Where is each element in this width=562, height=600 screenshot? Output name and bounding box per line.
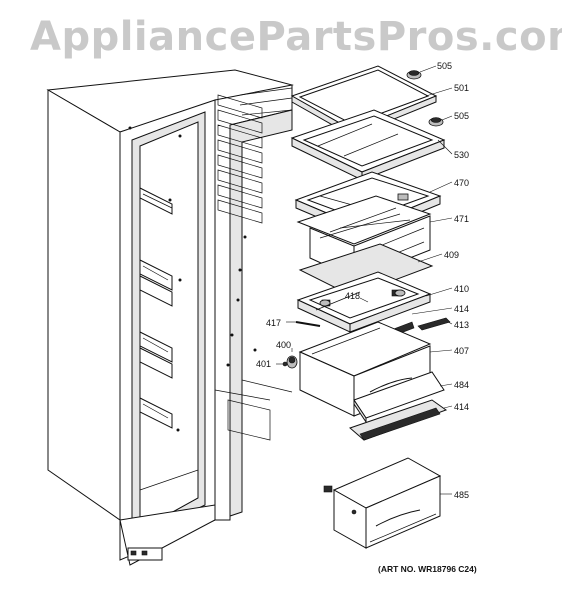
callout-505-second: 505 — [454, 111, 469, 121]
callout-417: 417 — [266, 318, 281, 328]
callout-530: 530 — [454, 150, 469, 160]
callout-413: 413 — [454, 320, 469, 330]
callout-414-upper: 414 — [454, 304, 469, 314]
drawer-485 — [323, 457, 442, 549]
rod-417 — [295, 321, 321, 327]
callout-484: 484 — [454, 380, 469, 390]
screw-401 — [282, 361, 288, 367]
callout-485: 485 — [454, 490, 469, 500]
refrigerator-cabinet — [46, 69, 294, 566]
callout-400: 400 — [276, 340, 291, 350]
callout-401: 401 — [256, 359, 271, 369]
callout-labels: 505 501 505 530 470 471 409 418 410 414 … — [256, 61, 469, 500]
shelf-530 — [290, 109, 446, 181]
callout-407: 407 — [454, 346, 469, 356]
callout-414-lower: 414 — [454, 402, 469, 412]
callout-409: 409 — [444, 250, 459, 260]
callout-470: 470 — [454, 178, 469, 188]
frame-410 — [296, 271, 432, 333]
clip-505-second — [428, 117, 444, 127]
drawer-front-484 — [353, 371, 445, 424]
shelf-rail-slots — [217, 87, 293, 224]
clip-505-top — [406, 70, 422, 80]
watermark-text: AppliancePartsPros.com — [30, 14, 562, 60]
callout-418: 418 — [345, 291, 360, 301]
callout-471: 471 — [454, 214, 469, 224]
art-number: (ART NO. WR18796 C24) — [378, 564, 477, 574]
rail-414-lower — [349, 399, 448, 441]
door-bin-group — [139, 187, 173, 429]
knob-400 — [286, 355, 298, 369]
rail-413 — [417, 317, 451, 331]
callout-505-top: 505 — [437, 61, 452, 71]
leader-lines — [276, 65, 453, 495]
callout-501: 501 — [454, 83, 469, 93]
callout-410: 410 — [454, 284, 469, 294]
